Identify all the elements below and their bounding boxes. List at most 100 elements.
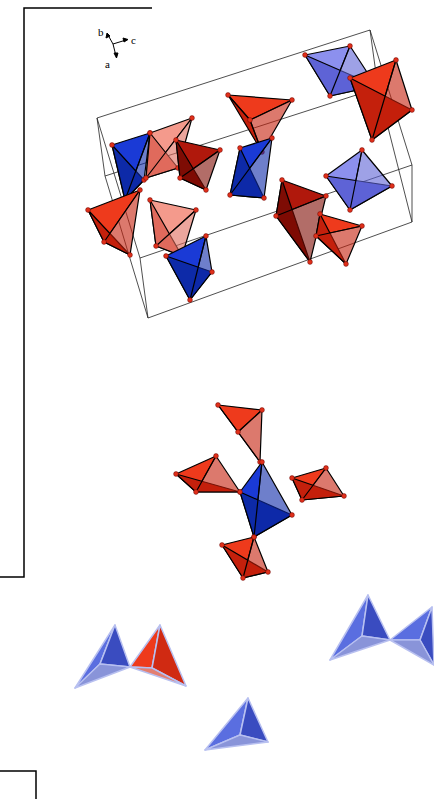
tetrahedron-face: [100, 625, 130, 667]
oxygen-atom: [266, 570, 271, 575]
axis-indicator: [106, 33, 128, 58]
oxygen-atom: [248, 118, 253, 123]
oxygen-atom: [342, 494, 347, 499]
oxygen-atom: [102, 240, 107, 245]
oxygen-atom: [328, 94, 333, 99]
tetrahedron: [390, 607, 434, 665]
oxygen-atom: [154, 244, 159, 249]
oxygen-atom: [238, 490, 243, 495]
oxygen-atom: [144, 176, 149, 181]
oxygen-atom: [360, 224, 365, 229]
oxygen-atom: [236, 430, 241, 435]
oxygen-atom: [190, 116, 195, 121]
tetrahedron-face: [196, 456, 240, 492]
axis-label: a: [105, 58, 110, 70]
tetrahedron: [348, 58, 415, 143]
unit-cell: [412, 165, 413, 222]
tetrahedron-face: [112, 133, 150, 200]
unit-cell: [97, 30, 412, 318]
oxygen-atom: [348, 208, 353, 213]
tetrahedron: [205, 698, 268, 750]
unit-cell: [97, 30, 412, 258]
oxygen-atom: [262, 196, 267, 201]
tetrahedron: [86, 188, 143, 258]
tetrahedron: [324, 148, 395, 213]
tetrahedron-face: [316, 226, 362, 264]
oxygen-atom: [410, 108, 415, 113]
tetrahedron-face: [130, 667, 186, 686]
oxygen-atom: [86, 208, 91, 213]
tetrahedron-face: [302, 468, 344, 500]
oxygen-atom: [308, 260, 313, 265]
oxygen-atom: [178, 176, 183, 181]
oxygen-atom: [252, 535, 257, 540]
tetrahedron-face: [104, 190, 140, 255]
tetrahedron-face: [75, 664, 130, 688]
tetrahedron: [314, 212, 365, 267]
oxygen-atom: [194, 208, 199, 213]
tetrahedron-face: [243, 537, 268, 578]
oxygen-atom: [164, 254, 169, 259]
oxygen-atom: [394, 58, 399, 63]
oxygen-atom: [188, 298, 193, 303]
tetrahedron: [164, 234, 215, 303]
oxygen-atom: [148, 198, 153, 203]
tetrahedron: [290, 466, 347, 503]
oxygen-atom: [214, 454, 219, 459]
oxygen-atom: [210, 270, 215, 275]
oxygen-atom: [174, 138, 179, 143]
oxygen-atom: [238, 146, 243, 151]
tetrahedron-face: [190, 236, 212, 300]
tetrahedron-face: [330, 636, 390, 660]
oxygen-atom: [280, 178, 285, 183]
oxygen-atom: [348, 44, 353, 49]
axis-arrow: [123, 38, 128, 42]
oxygen-atom: [274, 214, 279, 219]
oxygen-atom: [110, 143, 115, 148]
axis-arrow: [106, 33, 110, 38]
oxygen-atom: [300, 498, 305, 503]
tetrahedron-face: [230, 138, 272, 198]
tetrahedron: [216, 403, 265, 465]
oxygen-atom: [303, 53, 308, 58]
oxygen-atom: [174, 472, 179, 477]
tetrahedron: [220, 535, 271, 581]
tetrahedron-face: [238, 410, 262, 462]
oxygen-atom: [290, 513, 295, 518]
tetrahedron: [110, 131, 153, 203]
oxygen-atom: [390, 184, 395, 189]
oxygen-atom: [270, 136, 275, 141]
frame-bracket: [0, 771, 36, 799]
tetrahedron: [174, 138, 223, 193]
oxygen-atom: [204, 234, 209, 239]
oxygen-atom: [128, 253, 133, 258]
oxygen-atom: [314, 234, 319, 239]
axis-label: c: [131, 34, 136, 46]
oxygen-atom: [344, 262, 349, 267]
oxygen-atom: [238, 490, 243, 495]
oxygen-atom: [194, 490, 199, 495]
oxygen-atom: [216, 403, 221, 408]
tetrahedron: [130, 625, 186, 686]
oxygen-atom: [226, 93, 231, 98]
oxygen-atom: [220, 543, 225, 548]
oxygen-atom: [260, 460, 265, 465]
unit-cell: [140, 258, 148, 318]
oxygen-atom: [148, 131, 153, 136]
oxygen-atom: [290, 476, 295, 481]
oxygen-atom: [218, 148, 223, 153]
unit-cell: [97, 118, 105, 176]
oxygen-atom: [204, 188, 209, 193]
oxygen-atom: [290, 98, 295, 103]
tetrahedron: [228, 136, 275, 201]
oxygen-atom: [228, 193, 233, 198]
oxygen-atom: [348, 76, 353, 81]
axis-label: b: [98, 26, 104, 38]
tetrahedron-face: [254, 462, 292, 537]
oxygen-atom: [324, 466, 329, 471]
tetrahedron: [238, 460, 295, 540]
oxygen-atom: [318, 212, 323, 217]
oxygen-atom: [138, 188, 143, 193]
oxygen-atom: [260, 408, 265, 413]
